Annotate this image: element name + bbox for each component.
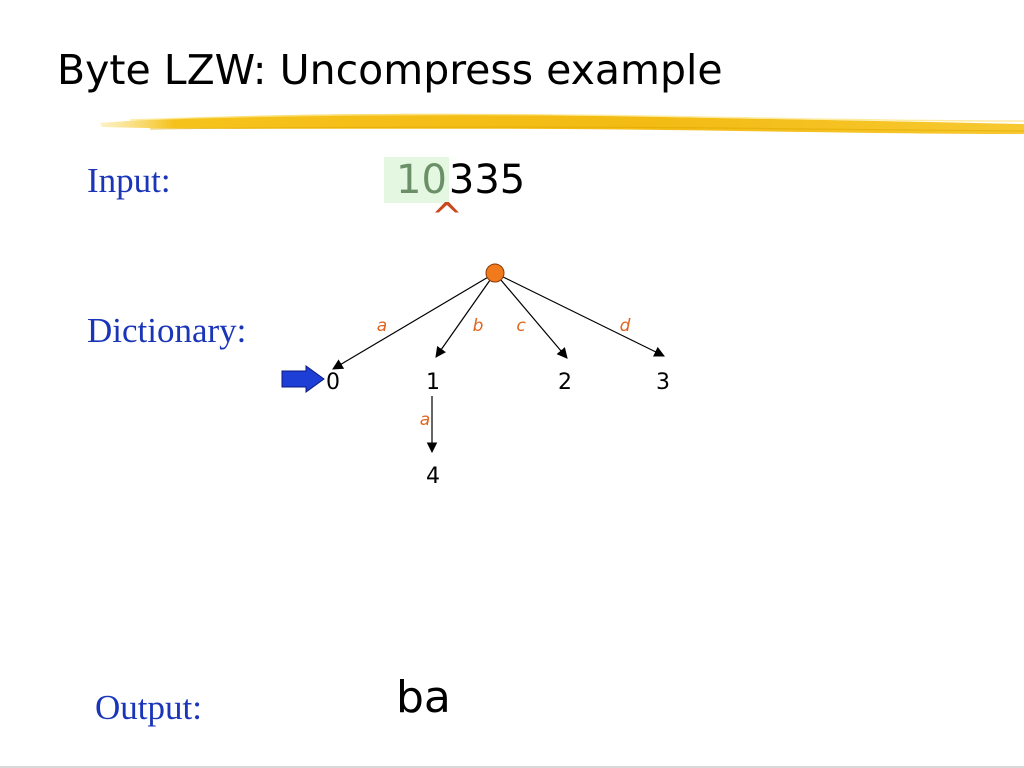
node-codes: 0 1 2 3 4 [326, 370, 670, 489]
node-code-4: 4 [426, 464, 440, 489]
dictionary-label: Dictionary: [87, 311, 247, 350]
node-code-3: 3 [656, 370, 670, 395]
slide-bottom-border [0, 766, 1024, 768]
edge-label-b: b [473, 316, 484, 336]
node-code-0: 0 [326, 370, 340, 395]
output-value: ba [396, 672, 451, 723]
pointer-arrow-icon [281, 365, 325, 393]
input-consumed-codes: 10 [384, 157, 449, 203]
input-sequence: 10335 [384, 156, 525, 204]
edge-label-d: d [620, 316, 631, 336]
input-remaining-codes: 335 [448, 157, 526, 203]
edge-labels: a b c d a [377, 316, 631, 430]
output-label: Output: [95, 688, 202, 727]
trie-root-node [485, 263, 505, 283]
node-code-1: 1 [426, 370, 440, 395]
edge-label-a: a [377, 316, 387, 336]
input-caret-marker: ^ [431, 195, 463, 239]
edge-root-to-1 [435, 272, 496, 358]
trie-edges [332, 272, 665, 454]
title-underline-brushstroke [100, 113, 1024, 134]
edge-label-c: c [516, 316, 526, 336]
edge-root-to-0 [332, 272, 496, 370]
edge-root-to-2 [494, 272, 568, 359]
input-label: Input: [87, 161, 171, 200]
edge-label-a-child: a [420, 410, 430, 430]
node-code-2: 2 [558, 370, 572, 395]
edge-root-to-3 [494, 272, 665, 357]
slide-title: Byte LZW: Uncompress example [57, 46, 723, 94]
